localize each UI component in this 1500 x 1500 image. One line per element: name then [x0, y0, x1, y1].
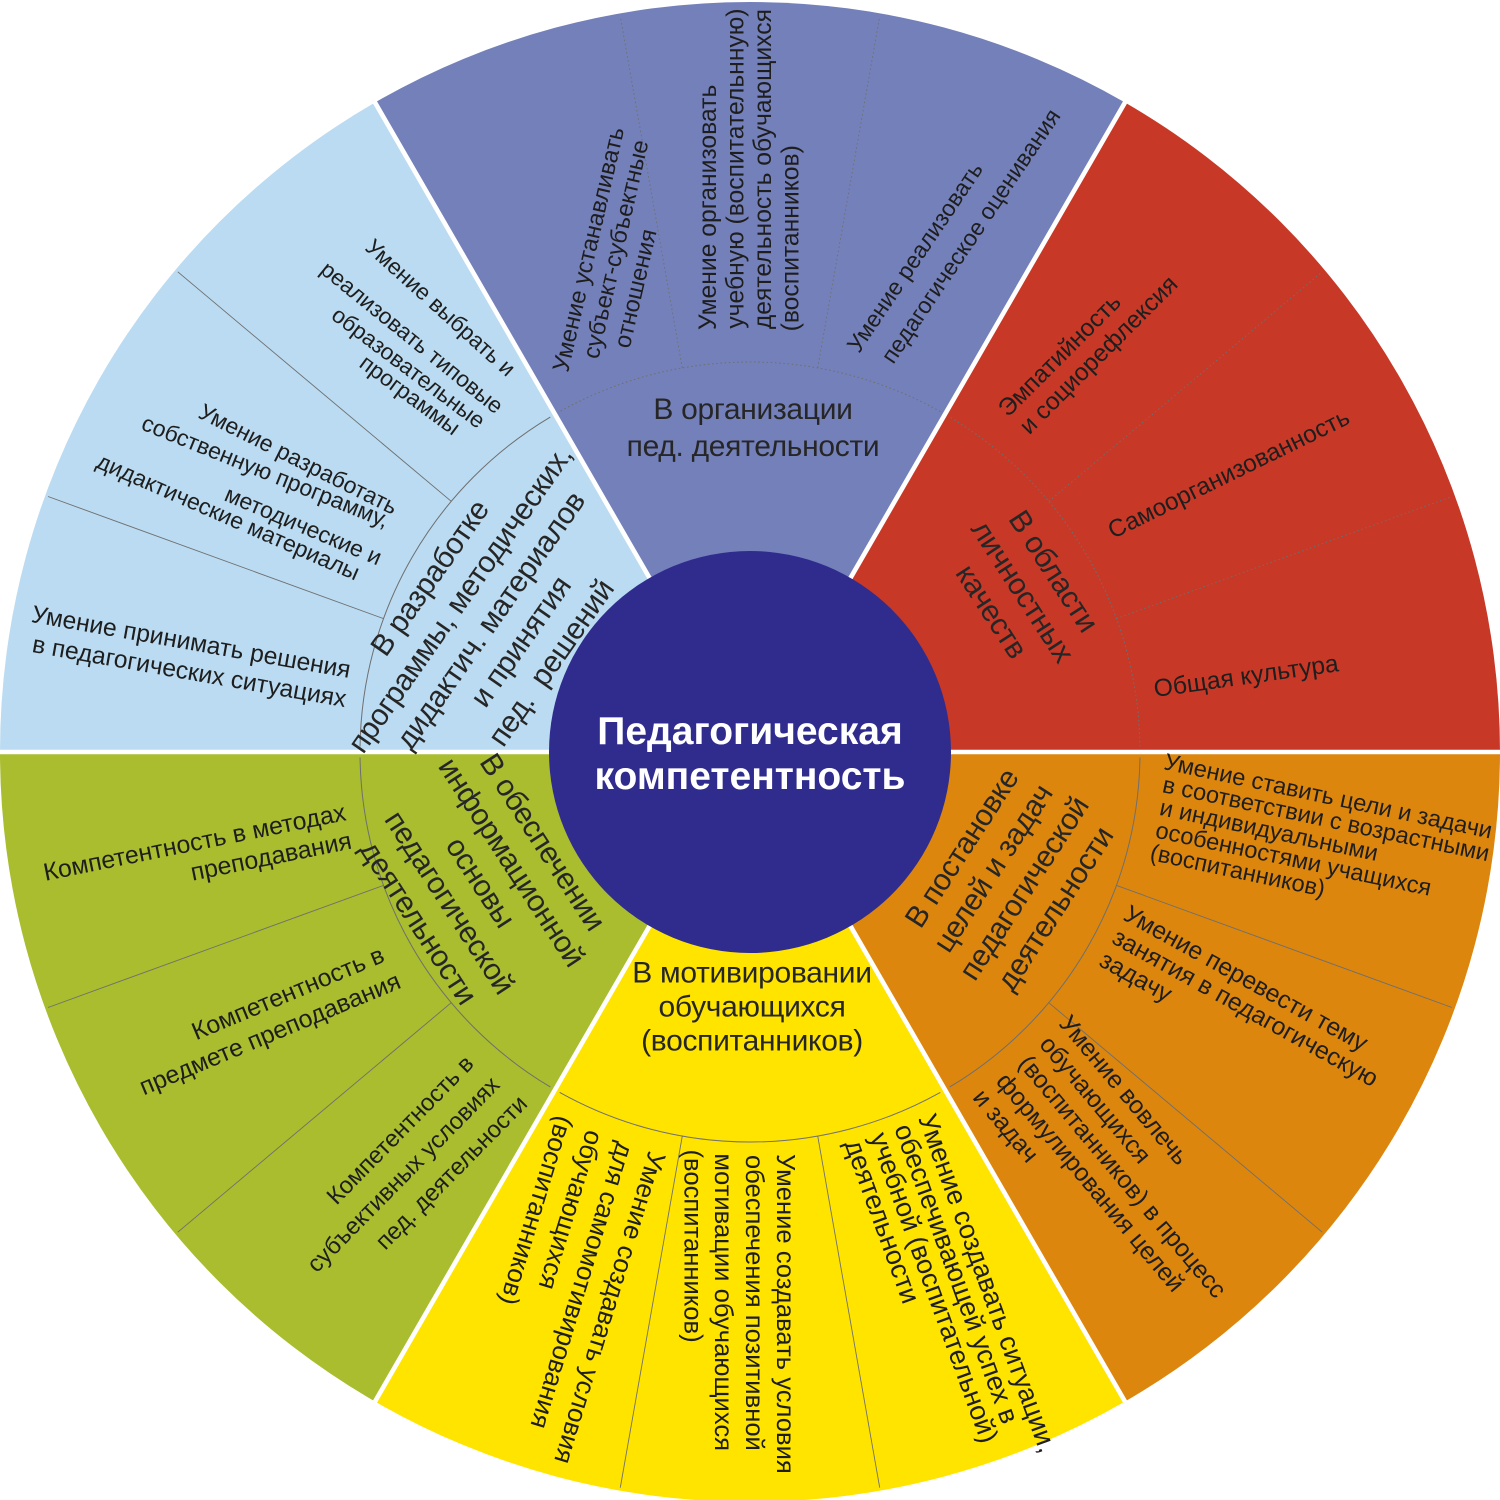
svg-text:(воспитанников): (воспитанников)	[777, 145, 804, 331]
svg-text:обеспечения позитивной: обеспечения позитивной	[740, 1155, 768, 1451]
svg-text:деятельность обучающихся: деятельность обучающихся	[750, 9, 777, 329]
svg-text:учебную (воспитательнную): учебную (воспитательнную)	[722, 8, 749, 328]
svg-text:Умение создавать условия: Умение создавать условия	[771, 1154, 799, 1474]
svg-text:мотивации обучающихся: мотивации обучающихся	[709, 1153, 737, 1451]
svg-text:(воспитанников): (воспитанников)	[678, 1150, 706, 1343]
svg-text:Умение организовать: Умение организовать	[695, 85, 722, 330]
